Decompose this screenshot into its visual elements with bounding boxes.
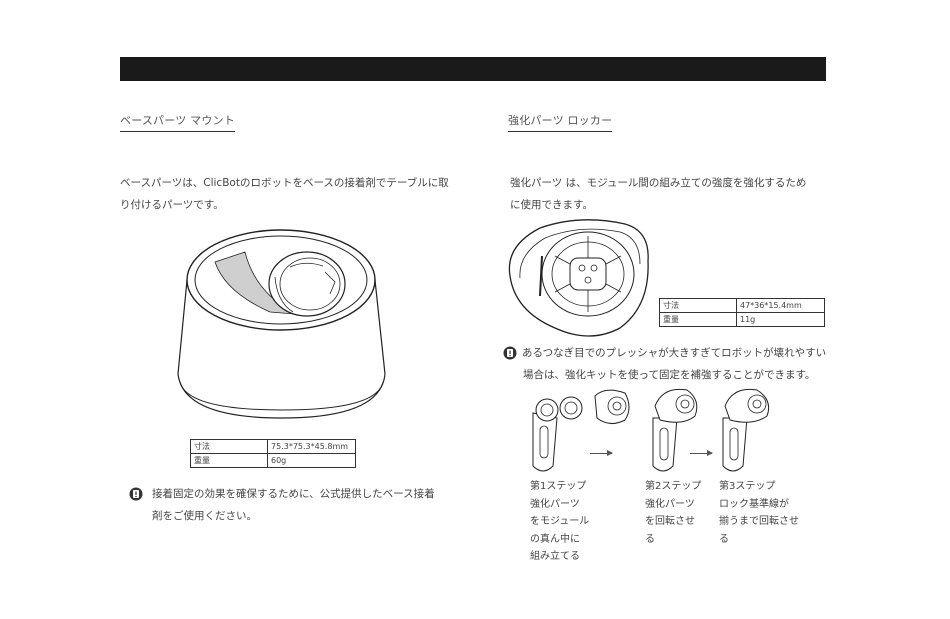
base-part-description: ベースパーツは、ClicBotのロボットをベースの接着剤でテーブルに取 り付ける…	[120, 172, 449, 216]
arrow-right-icon	[590, 450, 613, 456]
description-line: り付けるパーツです。	[120, 199, 224, 211]
step-3-text: 第3ステップ ロック基準線が 揃うまで回転させ る	[719, 478, 799, 548]
arrow-right-icon	[690, 450, 713, 456]
locker-part-illustration	[508, 219, 649, 337]
step-line: ロック基準線が	[719, 498, 789, 510]
step-line: を回転させ	[645, 516, 695, 527]
step-line: る	[645, 533, 655, 545]
step-2-text: 第2ステップ 強化パーツ を回転させ る	[645, 478, 701, 548]
step2-illustration	[652, 388, 698, 472]
note-line: 接着固定の効果を確保するために、公式提供したベース接着	[152, 488, 435, 500]
warning-icon	[129, 487, 143, 501]
step-line: 強化パーツ	[645, 498, 695, 510]
warning-icon	[503, 346, 517, 360]
base-spec-table: 寸法 75.3*75.3*45.8mm 重量 60g	[190, 439, 356, 468]
header-bar	[120, 57, 826, 81]
step-line: をモジュール	[530, 516, 590, 527]
note-line: 剤をご使用ください。	[152, 510, 257, 522]
weight-label: 重量	[190, 453, 268, 468]
step1-illustration	[532, 389, 630, 472]
locker-spec-table: 寸法 47*36*15.4mm 重量 11g	[659, 298, 825, 327]
note-line: あるつなぎ目でのプレッシャが大きすぎてロボットが壊れやすい	[522, 347, 827, 359]
description-line: に使用できます。	[510, 199, 593, 211]
locker-part-description: 強化パーツ は、モジュール間の組み立ての強度を強化するため に使用できます。	[510, 172, 806, 216]
base-part-heading: ベースパーツ マウント	[120, 112, 235, 132]
step-1-text: 第1ステップ 強化パーツ をモジュール の真ん中に 組み立てる	[530, 478, 589, 566]
step-line: の真ん中に	[530, 533, 580, 545]
step-line: 揃うまで回転させ	[719, 516, 799, 527]
locker-part-heading: 強化パーツ ロッカー	[508, 112, 613, 132]
size-label: 寸法	[659, 298, 737, 313]
base-mount-illustration	[177, 229, 386, 419]
weight-value: 60g	[267, 453, 356, 468]
table-row: 寸法 75.3*75.3*45.8mm	[190, 439, 356, 454]
step-line: 第3ステップ	[719, 481, 776, 492]
step3-illustration	[722, 388, 770, 472]
table-row: 重量 11g	[659, 312, 825, 327]
step-line: 組み立てる	[530, 551, 580, 562]
description-line: ベースパーツは、ClicBotのロボットをベースの接着剤でテーブルに取	[120, 177, 449, 189]
base-note: 接着固定の効果を確保するために、公式提供したベース接着 剤をご使用ください。	[152, 483, 435, 527]
size-label: 寸法	[190, 439, 268, 454]
table-row: 重量 60g	[190, 453, 356, 468]
step-line: 第1ステップ	[530, 481, 587, 492]
table-row: 寸法 47*36*15.4mm	[659, 298, 825, 313]
step-line: 強化パーツ	[530, 498, 580, 510]
step-line: る	[719, 533, 729, 545]
description-line: 強化パーツ は、モジュール間の組み立ての強度を強化するため	[510, 177, 807, 189]
weight-label: 重量	[659, 312, 737, 327]
step-line: 第2ステップ	[645, 481, 702, 492]
locker-note: あるつなぎ目でのプレッシャが大きすぎてロボットが壊れやすい 場合は、強化キットを…	[522, 342, 827, 386]
size-value: 47*36*15.4mm	[736, 298, 825, 313]
size-value: 75.3*75.3*45.8mm	[267, 439, 356, 454]
note-line: 場合は、強化キットを使って固定を補強することができます。	[523, 369, 816, 381]
weight-value: 11g	[736, 312, 825, 327]
